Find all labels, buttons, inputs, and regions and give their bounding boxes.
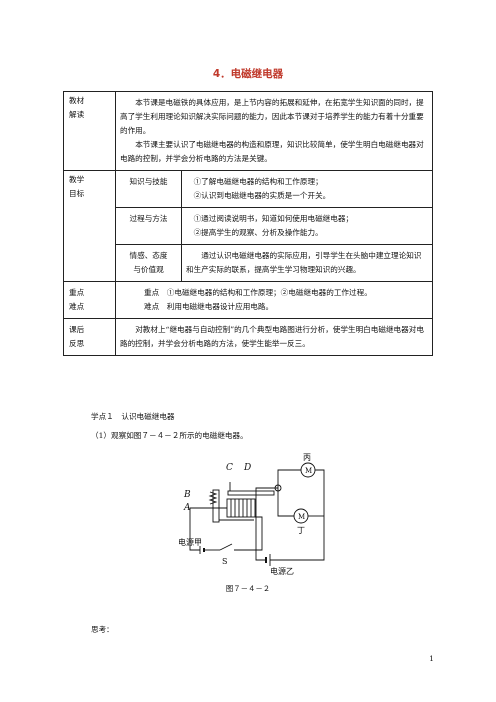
textbook-content: 本节课是电磁铁的具体应用，是上节内容的拓展和延伸，在拓宽学生知识面的同时，提高了… bbox=[115, 91, 433, 171]
relay-diagram: C D B A 丙 M M 丁 电源甲 S 电源乙 bbox=[178, 453, 325, 576]
table-row: 过程与方法 ①通过阅读说明书，知道如何使用电磁继电器； ②提高学生的观察、分析及… bbox=[64, 207, 433, 245]
key-point-line: 重点 ①电磁继电器的结构和工作原理；②电磁继电器的工作过程。 bbox=[144, 288, 372, 297]
wire bbox=[255, 487, 278, 561]
wire bbox=[277, 469, 301, 478]
goal-item: ②认识到电磁继电器的实质是一个开关。 bbox=[193, 191, 331, 200]
page-number: 1 bbox=[429, 654, 434, 663]
switch-s bbox=[219, 543, 233, 551]
instruction-text: （1）观察如图７－４－２所示的电磁继电器。 bbox=[91, 431, 248, 440]
label-line: 难点 bbox=[69, 302, 85, 311]
motor-ding-label: M bbox=[298, 513, 305, 521]
lesson-table: 教材 解读 本节课是电磁铁的具体应用，是上节内容的拓展和延伸，在拓宽学生知识面的… bbox=[63, 91, 433, 356]
reflection-content: 对教材上“继电器与自动控制”的几个典型电路图进行分析，使学生明白电磁继电器对电路… bbox=[115, 318, 433, 356]
row-label-key-points: 重点 难点 bbox=[63, 281, 116, 319]
goal-label-knowledge: 知识与技能 bbox=[115, 170, 182, 208]
goal-attitude-para: 通过认识电磁继电器的实际应用，引导学生在头脑中建立理论知识和生产实际的联系，提高… bbox=[186, 251, 422, 274]
label-ding: 丁 bbox=[297, 526, 305, 535]
label-line: 重点 bbox=[69, 288, 85, 297]
row-label-reflection: 课后 反思 bbox=[63, 318, 116, 356]
goal-label-attitude: 情感、态度 与价值观 bbox=[115, 244, 182, 282]
think-label: 思考： bbox=[91, 625, 114, 634]
label-line: 情感、态度 bbox=[129, 251, 168, 260]
figure-caption: 图７－４－２ bbox=[225, 584, 271, 593]
armature bbox=[227, 490, 275, 496]
page-title: 4．电磁继电器 bbox=[212, 68, 284, 80]
iron-frame bbox=[212, 489, 220, 523]
goal-label-process: 过程与方法 bbox=[115, 207, 182, 245]
reflection-para: 对教材上“继电器与自动控制”的几个典型电路图进行分析，使学生明白电磁继电器对电路… bbox=[120, 325, 424, 348]
label-bing: 丙 bbox=[303, 453, 311, 462]
coil-windings bbox=[230, 499, 252, 517]
label-d: D bbox=[243, 463, 251, 473]
label-a: A bbox=[183, 503, 191, 513]
label-c: C bbox=[226, 463, 233, 473]
goal-item: ①通过阅读说明书，知道如何使用电磁继电器； bbox=[193, 214, 354, 223]
section-heading: 学点１ 认识电磁继电器 bbox=[91, 412, 175, 421]
goal-knowledge-items: ①了解电磁继电器的结构和工作原理； ②认识到电磁继电器的实质是一个开关。 bbox=[181, 170, 433, 208]
wire bbox=[189, 507, 227, 551]
table-row: 教材 解读 本节课是电磁铁的具体应用，是上节内容的拓展和延伸，在拓宽学生知识面的… bbox=[63, 91, 433, 171]
motor-bing-label: M bbox=[305, 467, 312, 475]
goal-process-items: ①通过阅读说明书，知道如何使用电磁继电器； ②提高学生的观察、分析及操作能力。 bbox=[181, 207, 433, 245]
table-row: 教学 目标 知识与技能 ①了解电磁继电器的结构和工作原理； ②认识到电磁继电器的… bbox=[63, 170, 433, 282]
label-line: 目标 bbox=[69, 189, 85, 198]
label-b: B bbox=[183, 490, 191, 500]
row-label-goals: 教学 目标 bbox=[63, 170, 116, 282]
label-line: 与价值观 bbox=[133, 265, 164, 274]
label-source-yi: 电源乙 bbox=[270, 566, 294, 576]
label-line: 教材 bbox=[69, 96, 85, 105]
label-line: 反思 bbox=[69, 339, 85, 348]
wire bbox=[270, 469, 325, 561]
label-s: S bbox=[222, 557, 227, 566]
goal-item: ②提高学生的观察、分析及操作能力。 bbox=[193, 228, 323, 237]
goal-item: ①了解电磁继电器的结构和工作原理； bbox=[193, 177, 323, 186]
goal-attitude-text: 通过认识电磁继电器的实际应用，引导学生在头脑中建立理论知识和生产实际的联系，提高… bbox=[181, 244, 433, 282]
key-points-content: 重点 ①电磁继电器的结构和工作原理；②电磁继电器的工作过程。 难点 利用电磁继电… bbox=[115, 281, 433, 319]
table-row: 重点 难点 重点 ①电磁继电器的结构和工作原理；②电磁继电器的工作过程。 难点 … bbox=[63, 281, 433, 319]
difficulty-line: 难点 利用电磁继电器设计应用电路。 bbox=[144, 302, 274, 311]
label-source-jia: 电源甲 bbox=[178, 537, 202, 547]
wire bbox=[234, 516, 263, 551]
row-label-textbook: 教材 解读 bbox=[63, 91, 116, 171]
label-line: 教学 bbox=[69, 175, 85, 184]
label-line: 课后 bbox=[69, 325, 85, 334]
textbook-para-2: 本节课主要认识了电磁继电器的构造和原理，知识比较简单，使学生明白电磁继电器对电路… bbox=[120, 140, 424, 163]
label-line: 解读 bbox=[69, 110, 85, 119]
table-row: 课后 反思 对教材上“继电器与自动控制”的几个典型电路图进行分析，使学生明白电磁… bbox=[63, 318, 433, 356]
wire bbox=[277, 498, 294, 517]
table-row: 情感、态度 与价值观 通过认识电磁继电器的实际应用，引导学生在头脑中建立理论知识… bbox=[64, 244, 433, 282]
textbook-para-1: 本节课是电磁铁的具体应用，是上节内容的拓展和延伸，在拓宽学生知识面的同时，提高了… bbox=[120, 98, 424, 135]
spring bbox=[208, 491, 218, 505]
